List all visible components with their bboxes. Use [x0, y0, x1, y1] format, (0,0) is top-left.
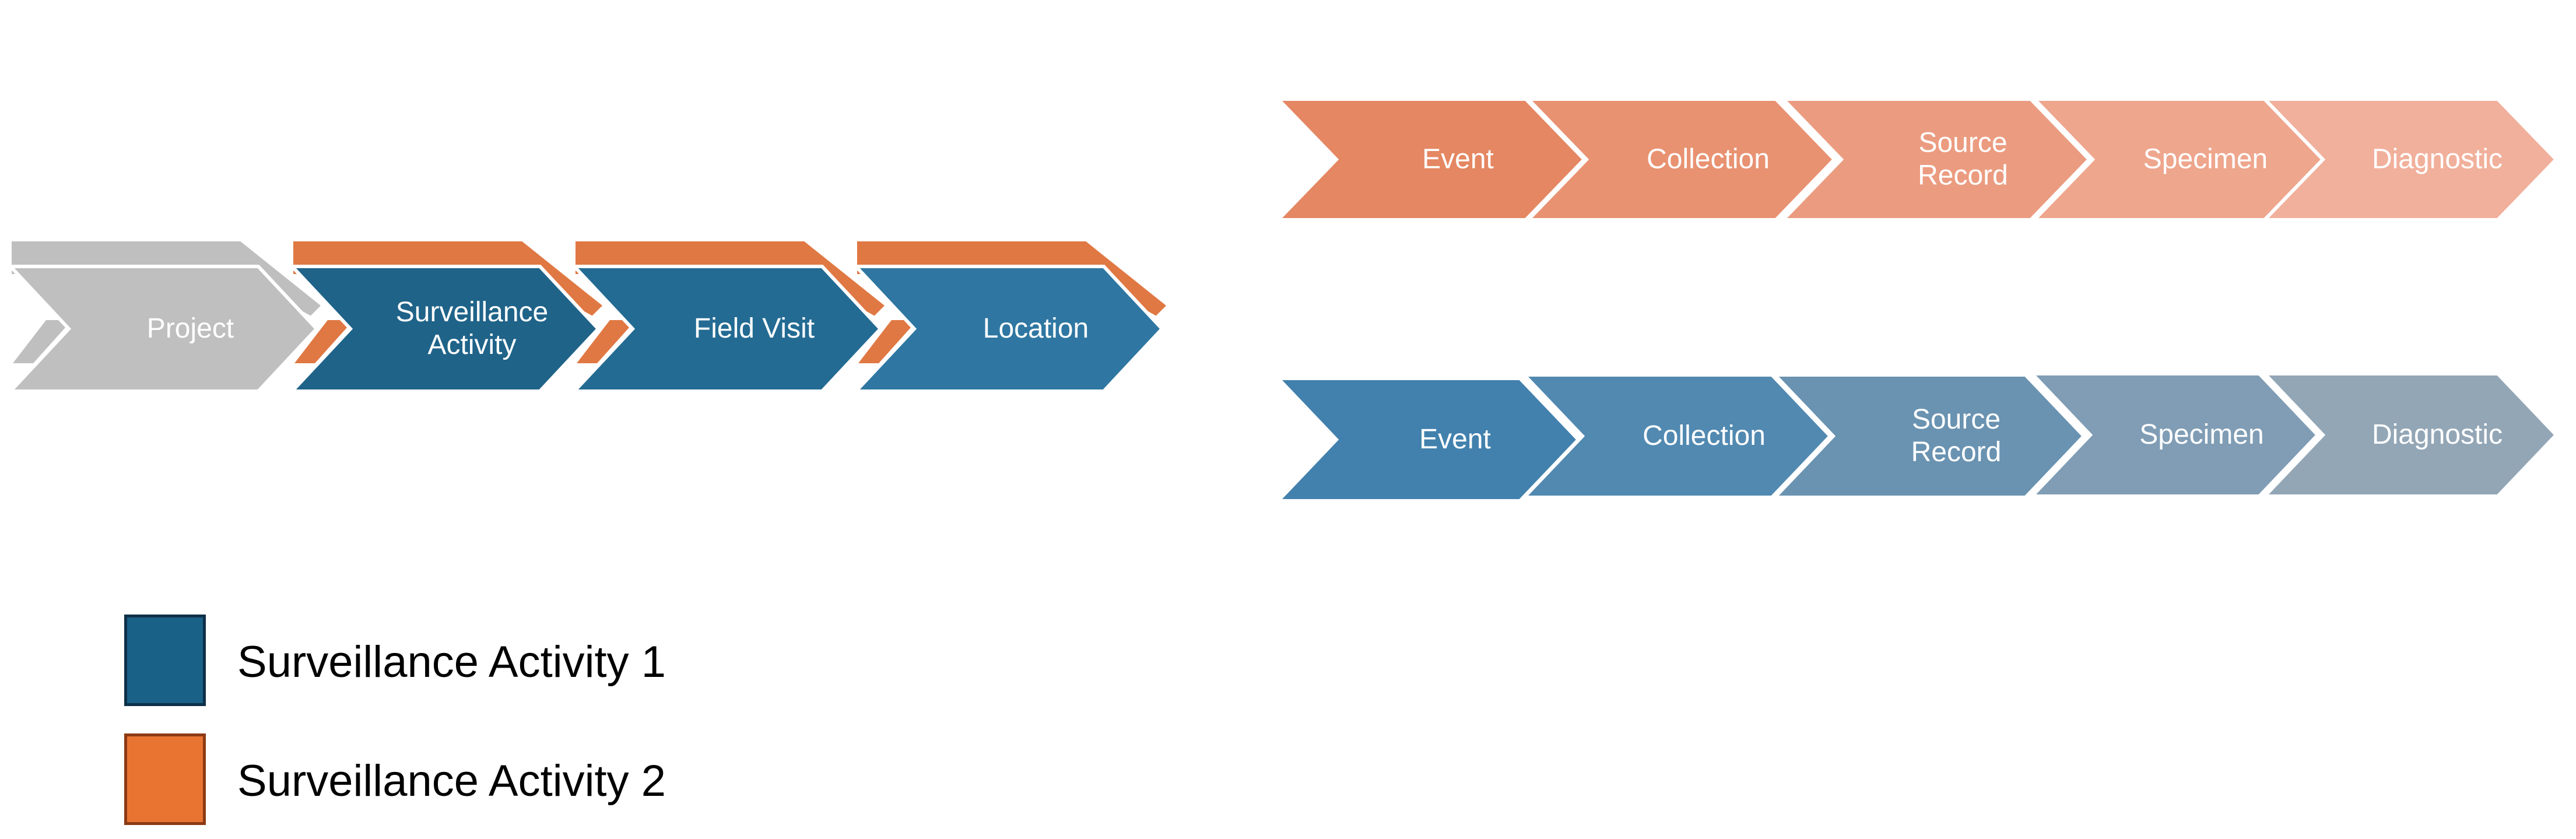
orange-step-specimen-label: Specimen	[2143, 143, 2268, 174]
left-step-tab-project	[9, 239, 324, 319]
legend-label-activity-1: Surveillance Activity 1	[237, 637, 666, 687]
blue-step-diagnostic-shape	[2261, 372, 2559, 498]
left-step-field-visit-label: Field Visit	[694, 313, 815, 344]
orange-step-collection-label: Collection	[1647, 143, 1770, 174]
orange-step-source-record-shape	[1778, 97, 2092, 222]
legend-swatch-activity-2	[124, 733, 206, 825]
left-step-location-label: Location	[983, 313, 1089, 344]
blue-step-diagnostic-label: Diagnostic	[2372, 419, 2503, 450]
orange-step-collection-shape	[1524, 97, 1837, 222]
left-step-field-visit-shape	[570, 265, 883, 393]
blue-step-specimen-shape	[2028, 372, 2321, 498]
orange-step-event-label: Event	[1422, 143, 1494, 174]
blue-step-collection-label: Collection	[1643, 420, 1766, 451]
legend-label-activity-2: Surveillance Activity 2	[237, 756, 666, 806]
left-step-location-shape	[852, 265, 1165, 393]
left-step-tab-surveillance-activity	[291, 239, 606, 319]
blue-step-specimen-label: Specimen	[2139, 419, 2263, 450]
blue-step-source-record-shape	[1771, 373, 2087, 499]
blue-step-event-shape	[1274, 377, 1581, 503]
legend-swatch-activity-1	[124, 615, 206, 706]
left-step-project-label: Project	[147, 313, 234, 344]
blue-step-collection-shape	[1520, 373, 1833, 499]
blue-step-event-label: Event	[1419, 424, 1491, 455]
left-step-tab-location	[855, 239, 1170, 319]
left-step-project-shape	[6, 265, 320, 393]
orange-step-diagnostic-label: Diagnostic	[2372, 143, 2503, 174]
left-step-surveillance-activity-shape	[288, 265, 601, 393]
left-step-tab-field-visit	[573, 239, 888, 319]
orange-step-diagnostic-shape	[2260, 97, 2559, 222]
